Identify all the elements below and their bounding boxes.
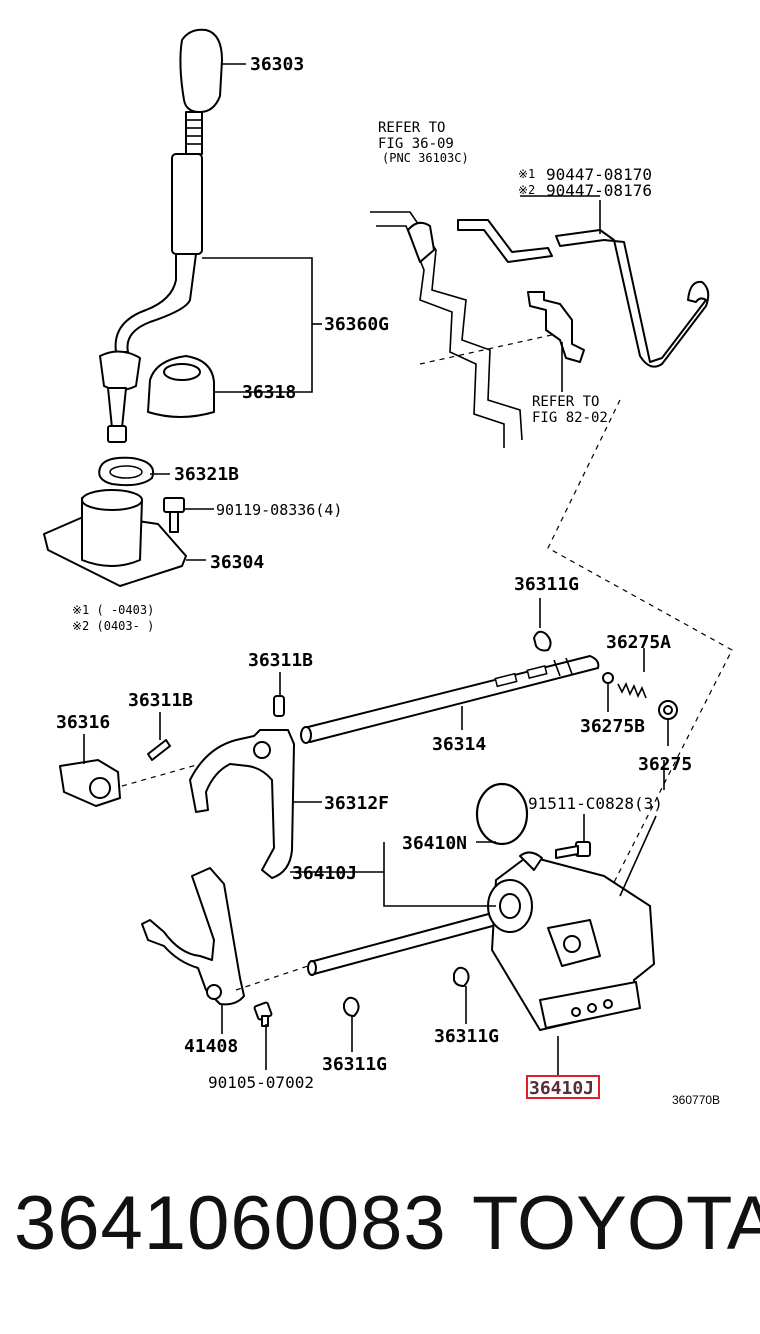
label-36311G-mid: 36311G	[434, 1026, 499, 1047]
label-36410J-highlighted: 36410J	[529, 1078, 594, 1099]
detent-plug	[658, 700, 678, 720]
clip-bracket	[527, 291, 585, 363]
snap-ring	[98, 456, 154, 487]
part-number: 3641060083	[14, 1181, 447, 1266]
shift-inner-lever-shaft	[307, 911, 501, 976]
label-41408: 41408	[184, 1036, 238, 1057]
label-91511: 91511-C0828(3)	[528, 794, 663, 813]
shift-rod-bracket	[457, 219, 710, 368]
label-36314: 36314	[432, 734, 486, 755]
label-36275A: 36275A	[606, 632, 671, 653]
ref1-line2: FIG 36-09	[378, 136, 454, 152]
highlight-box	[526, 1075, 600, 1099]
ref2-line1: REFER TO	[532, 394, 599, 410]
label-36311B-b: 36311B	[128, 690, 193, 711]
slotted-pin-1	[147, 739, 171, 761]
o-ring	[475, 782, 529, 846]
parts-diagram: 36303 36360G 36318 36321B 90119-08336(4)…	[43, 28, 733, 1107]
ref1-line3: (PNC 36103C)	[382, 151, 469, 165]
bolt-90105	[253, 1001, 273, 1027]
brand-name: TOYOTA	[472, 1181, 760, 1266]
snap-ring-36311G-mid	[453, 966, 470, 987]
ref1-line1: REFER TO	[378, 120, 445, 136]
shift-head	[59, 759, 121, 807]
label-36303: 36303	[250, 54, 304, 75]
footnote-2: ※2 (0403- )	[72, 619, 154, 633]
label-36304: 36304	[210, 552, 264, 573]
note1-mark: ※1	[518, 167, 535, 181]
label-36312F: 36312F	[324, 793, 389, 814]
bolt-90119	[163, 497, 185, 533]
note2-mark: ※2	[518, 183, 535, 197]
snap-ring-36311G-low	[343, 996, 360, 1017]
shift-housing-assembly	[487, 851, 655, 1031]
shift-lever-retainer	[43, 489, 187, 587]
shift-lever	[99, 111, 203, 443]
label-36318: 36318	[242, 382, 296, 403]
shift-shaft	[300, 655, 600, 744]
ref2-line2: FIG 82-02	[532, 410, 608, 426]
shift-fork-41408	[141, 867, 245, 1006]
detent-ball	[602, 672, 614, 684]
snap-ring-36311G-top	[533, 630, 552, 652]
footer: 3641060083 TOYOTA	[0, 1180, 760, 1290]
label-36311B-a: 36311B	[248, 650, 313, 671]
shift-fork-36312F	[189, 729, 295, 879]
label-36410J-mid: 36410J	[292, 863, 357, 884]
label-90119: 90119-08336(4)	[216, 501, 342, 519]
label-36311G-top: 36311G	[514, 574, 579, 595]
note2-part: 90447-08176	[546, 181, 652, 200]
bolt-91511	[555, 841, 591, 859]
shift-boot	[147, 355, 215, 418]
label-36316: 36316	[56, 712, 110, 733]
shift-knob	[179, 28, 223, 113]
footnote-1: ※1 ( -0403)	[72, 603, 154, 617]
figure-code: 360770B	[672, 1093, 720, 1107]
reference-housing	[370, 211, 523, 448]
label-36410N: 36410N	[402, 833, 467, 854]
slotted-pin-2	[273, 695, 285, 717]
detent-spring	[617, 682, 647, 699]
label-36275B: 36275B	[580, 716, 645, 737]
label-36311G-low: 36311G	[322, 1054, 387, 1075]
label-36275: 36275	[638, 754, 692, 775]
label-36360G: 36360G	[324, 314, 389, 335]
label-36321B: 36321B	[174, 464, 239, 485]
note1-part: 90447-08170	[546, 165, 652, 184]
label-90105: 90105-07002	[208, 1073, 314, 1092]
